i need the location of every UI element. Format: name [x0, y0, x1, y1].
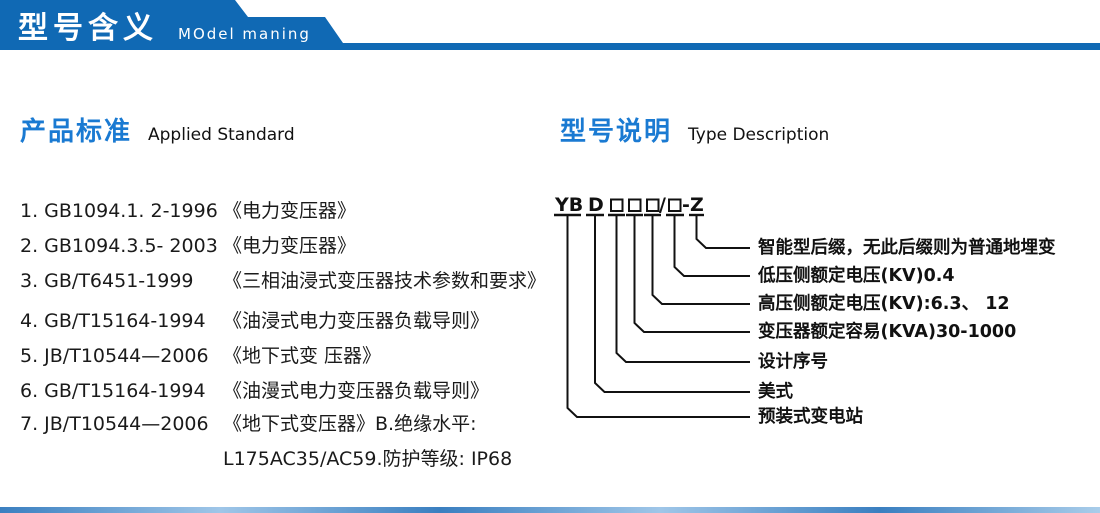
page-subtitle: MOdel maning [178, 25, 311, 43]
standard-title: 《电力变压器》 [223, 235, 357, 257]
standard-code: 2. GB1094.3.5- 2003 [20, 235, 218, 257]
code-segment-slash: / [659, 194, 666, 216]
header-bar: 型号含义 MOdel maning [0, 0, 1100, 50]
diagram-label-lv-voltage: 低压侧额定电压(KV)0.4 [758, 266, 955, 286]
standard-title: 《地下式变 压器》 [223, 345, 382, 367]
diagram-label-design-serial: 设计序号 [758, 352, 828, 372]
standard-title: 《电力变压器》 [223, 200, 357, 222]
connector-box1 [615, 216, 750, 363]
connector-lines [566, 216, 750, 418]
standard-code: 3. GB/T6451-1999 [20, 270, 194, 292]
model-heading: 型号说明 Type Description [560, 111, 829, 148]
model-heading-en: Type Description [688, 125, 830, 145]
model-code-diagram: YB D / - Z [554, 194, 750, 418]
code-box-2 [628, 198, 642, 212]
diagram-label-prefab-substation: 预装式变电站 [758, 407, 863, 427]
code-segment-yb: YB [554, 194, 583, 216]
standard-title: 《三相油浸式变压器技术参数和要求》 [223, 270, 547, 292]
connector-yb [566, 216, 750, 418]
code-box-3 [646, 198, 660, 212]
standard-code: 7. JB/T10544—2006 [20, 413, 209, 435]
standard-code: 4. GB/T15164-1994 [20, 310, 206, 332]
code-segment-dash: - [682, 194, 690, 216]
standard-item-3: 3. GB/T6451-1999 《三相油浸式变压器技术参数和要求》 [20, 266, 547, 292]
standards-heading: 产品标准 Applied Standard [20, 111, 295, 148]
standard-title: L175AC35/AC59.防护等级: IP68 [223, 448, 513, 470]
diagram-label-rated-capacity: 变压器额定容易(KVA)30-1000 [758, 322, 1017, 342]
standard-item-5: 5. JB/T10544—2006 《地下式变 压器》 [20, 341, 382, 367]
page-title: 型号含义 [18, 11, 158, 46]
connector-z [695, 216, 750, 249]
diagram-label-american-style: 美式 [758, 382, 793, 402]
standard-item-2: 2. GB1094.3.5- 2003《电力变压器》 [20, 231, 357, 257]
standard-title: 《油浸式电力变压器负载导则》 [223, 310, 490, 332]
standards-heading-en: Applied Standard [148, 125, 295, 145]
standard-title: 《地下式变压器》B.绝缘水平: [223, 413, 477, 435]
diagram-label-smart-suffix: 智能型后缀，无此后缀则为普通地埋变 [758, 238, 1056, 258]
standards-heading-cn: 产品标准 [20, 117, 133, 147]
standard-item-7: 7. JB/T10544—2006 《地下式变压器》B.绝缘水平: [20, 409, 477, 435]
standard-item-6: 6. GB/T15164-1994 《油漫式电力变压器负载导则》 [20, 376, 490, 402]
standard-code: 1. GB1094.1. 2-1996 [20, 200, 218, 222]
footer-gradient-bar [0, 507, 1100, 513]
standard-item-7-continued: L175AC35/AC59.防护等级: IP68 [20, 444, 513, 470]
connector-box4 [673, 216, 750, 277]
connector-box2 [633, 216, 750, 333]
standard-code: 5. JB/T10544—2006 [20, 345, 209, 367]
standard-code: 6. GB/T15164-1994 [20, 380, 206, 402]
connector-box3 [651, 216, 750, 305]
standard-item-4: 4. GB/T15164-1994 《油浸式电力变压器负载导则》 [20, 306, 490, 332]
code-box-4 [668, 198, 682, 212]
code-box-1 [610, 198, 624, 212]
standard-item-1: 1. GB1094.1. 2-1996《电力变压器》 [20, 196, 357, 222]
code-segment-d: D [588, 194, 604, 216]
model-heading-cn: 型号说明 [560, 117, 673, 147]
code-segment-z: Z [690, 194, 704, 216]
standard-title: 《油漫式电力变压器负载导则》 [223, 380, 490, 402]
connector-d [594, 216, 750, 393]
diagram-label-hv-voltage: 高压侧额定电压(KV):6.3、 12 [758, 294, 1010, 314]
